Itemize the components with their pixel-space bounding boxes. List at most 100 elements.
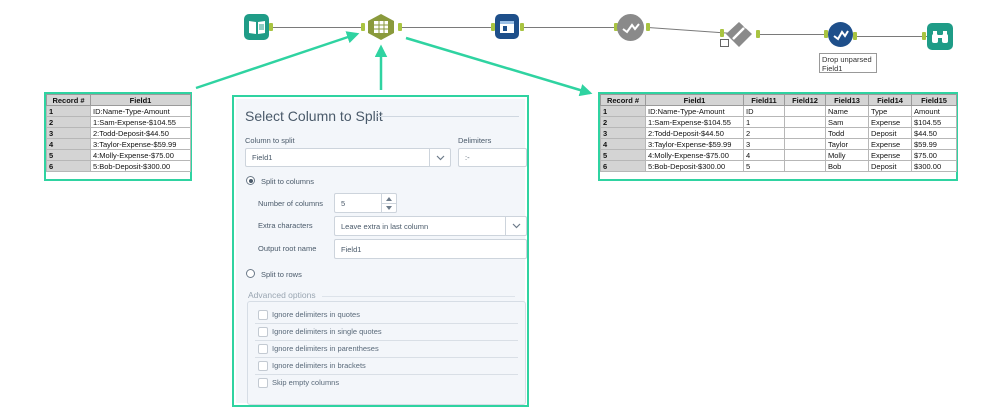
table-cell[interactable]: $75.00: [911, 149, 957, 161]
input-anchor[interactable]: [922, 32, 926, 40]
column-header[interactable]: Field1: [645, 94, 744, 106]
column-header[interactable]: Field12: [784, 94, 826, 106]
record-number-cell[interactable]: 5: [46, 149, 91, 161]
record-number-cell[interactable]: 6: [600, 160, 646, 172]
record-number-cell[interactable]: 1: [46, 105, 91, 117]
output-anchor[interactable]: [398, 23, 402, 31]
column-header[interactable]: Field15: [911, 94, 957, 106]
column-header[interactable]: Field14: [868, 94, 912, 106]
text-to-columns-tool[interactable]: [366, 13, 396, 41]
column-header[interactable]: Field1: [90, 94, 191, 106]
table-cell[interactable]: [784, 160, 826, 172]
input-anchor[interactable]: [614, 23, 618, 31]
split-to-rows-radio[interactable]: [246, 269, 255, 278]
column-to-split-dropdown[interactable]: Field1: [245, 148, 451, 167]
split-to-columns-radio[interactable]: [246, 176, 255, 185]
table-cell[interactable]: 1: [743, 116, 785, 128]
input-anchor[interactable]: [491, 23, 495, 31]
table-cell[interactable]: 1:Sam-Expense-$104.55: [90, 116, 191, 128]
record-number-cell[interactable]: 3: [46, 127, 91, 139]
dynamic-rename-tool[interactable]: [725, 21, 753, 48]
table-cell[interactable]: ID:Name-Type-Amount: [90, 105, 191, 117]
output-anchor[interactable]: [269, 23, 273, 31]
checkbox[interactable]: [258, 310, 268, 320]
record-number-cell[interactable]: 4: [600, 138, 646, 150]
column-header[interactable]: Record #: [600, 94, 646, 106]
table-cell[interactable]: ID:Name-Type-Amount: [645, 105, 744, 117]
table-cell[interactable]: Expense: [868, 116, 912, 128]
auto-field-tool[interactable]: [617, 14, 644, 41]
checkbox[interactable]: [258, 361, 268, 371]
increment-arrow-icon[interactable]: [381, 194, 396, 204]
output-anchor[interactable]: [853, 32, 857, 40]
table-cell[interactable]: Expense: [868, 138, 912, 150]
table-cell[interactable]: ID: [743, 105, 785, 117]
record-number-cell[interactable]: 3: [600, 127, 646, 139]
checkbox[interactable]: [258, 378, 268, 388]
parse-tool[interactable]: [828, 22, 853, 47]
table-cell[interactable]: [784, 138, 826, 150]
checkbox[interactable]: [258, 344, 268, 354]
table-cell[interactable]: 4: [743, 149, 785, 161]
browse-tool[interactable]: [927, 23, 953, 50]
output-anchor[interactable]: [756, 30, 760, 38]
option-skip-empty-columns[interactable]: Skip empty columns: [255, 374, 518, 391]
table-cell[interactable]: $104.55: [911, 116, 957, 128]
chevron-down-icon[interactable]: [505, 217, 526, 235]
delimiters-input[interactable]: :-: [458, 148, 527, 167]
chevron-down-icon[interactable]: [429, 149, 450, 166]
table-cell[interactable]: 3:Taylor-Expense-$59.99: [645, 138, 744, 150]
table-cell[interactable]: 2: [743, 127, 785, 139]
table-cell[interactable]: Deposit: [868, 160, 912, 172]
option-ignore-quotes[interactable]: Ignore delimiters in quotes: [255, 306, 518, 324]
table-cell[interactable]: Name: [825, 105, 869, 117]
table-cell[interactable]: Deposit: [868, 127, 912, 139]
table-cell[interactable]: 2:Todd-Deposit-$44.50: [90, 127, 191, 139]
table-cell[interactable]: $44.50: [911, 127, 957, 139]
table-cell[interactable]: Type: [868, 105, 912, 117]
table-cell[interactable]: 4:Molly-Expense-$75.00: [90, 149, 191, 161]
select-tool[interactable]: [495, 14, 519, 39]
output-anchor[interactable]: [646, 23, 650, 31]
table-cell[interactable]: Todd: [825, 127, 869, 139]
option-ignore-parentheses[interactable]: Ignore delimiters in parentheses: [255, 340, 518, 358]
record-number-cell[interactable]: 5: [600, 149, 646, 161]
record-number-cell[interactable]: 4: [46, 138, 91, 150]
record-number-cell[interactable]: 1: [600, 105, 646, 117]
table-cell[interactable]: Bob: [825, 160, 869, 172]
input-anchor[interactable]: [824, 30, 828, 38]
record-number-cell[interactable]: 6: [46, 160, 91, 172]
table-cell[interactable]: [784, 105, 826, 117]
table-cell[interactable]: [784, 116, 826, 128]
table-cell[interactable]: 3: [743, 138, 785, 150]
table-cell[interactable]: 5:Bob-Deposit-$300.00: [645, 160, 744, 172]
record-number-cell[interactable]: 2: [600, 116, 646, 128]
table-cell[interactable]: 4:Molly-Expense-$75.00: [645, 149, 744, 161]
input-data-tool[interactable]: [244, 14, 269, 40]
table-cell[interactable]: 1:Sam-Expense-$104.55: [645, 116, 744, 128]
column-header[interactable]: Field11: [743, 94, 785, 106]
table-cell[interactable]: $59.99: [911, 138, 957, 150]
table-cell[interactable]: Molly: [825, 149, 869, 161]
output-anchor[interactable]: [520, 23, 524, 31]
checkbox[interactable]: [258, 327, 268, 337]
column-header[interactable]: Field13: [825, 94, 869, 106]
column-header[interactable]: Record #: [46, 94, 91, 106]
table-cell[interactable]: Amount: [911, 105, 957, 117]
output-root-name-input[interactable]: Field1: [334, 239, 527, 259]
table-cell[interactable]: 5: [743, 160, 785, 172]
table-cell[interactable]: Sam: [825, 116, 869, 128]
table-cell[interactable]: $300.00: [911, 160, 957, 172]
number-of-columns-stepper[interactable]: 5: [334, 193, 397, 213]
